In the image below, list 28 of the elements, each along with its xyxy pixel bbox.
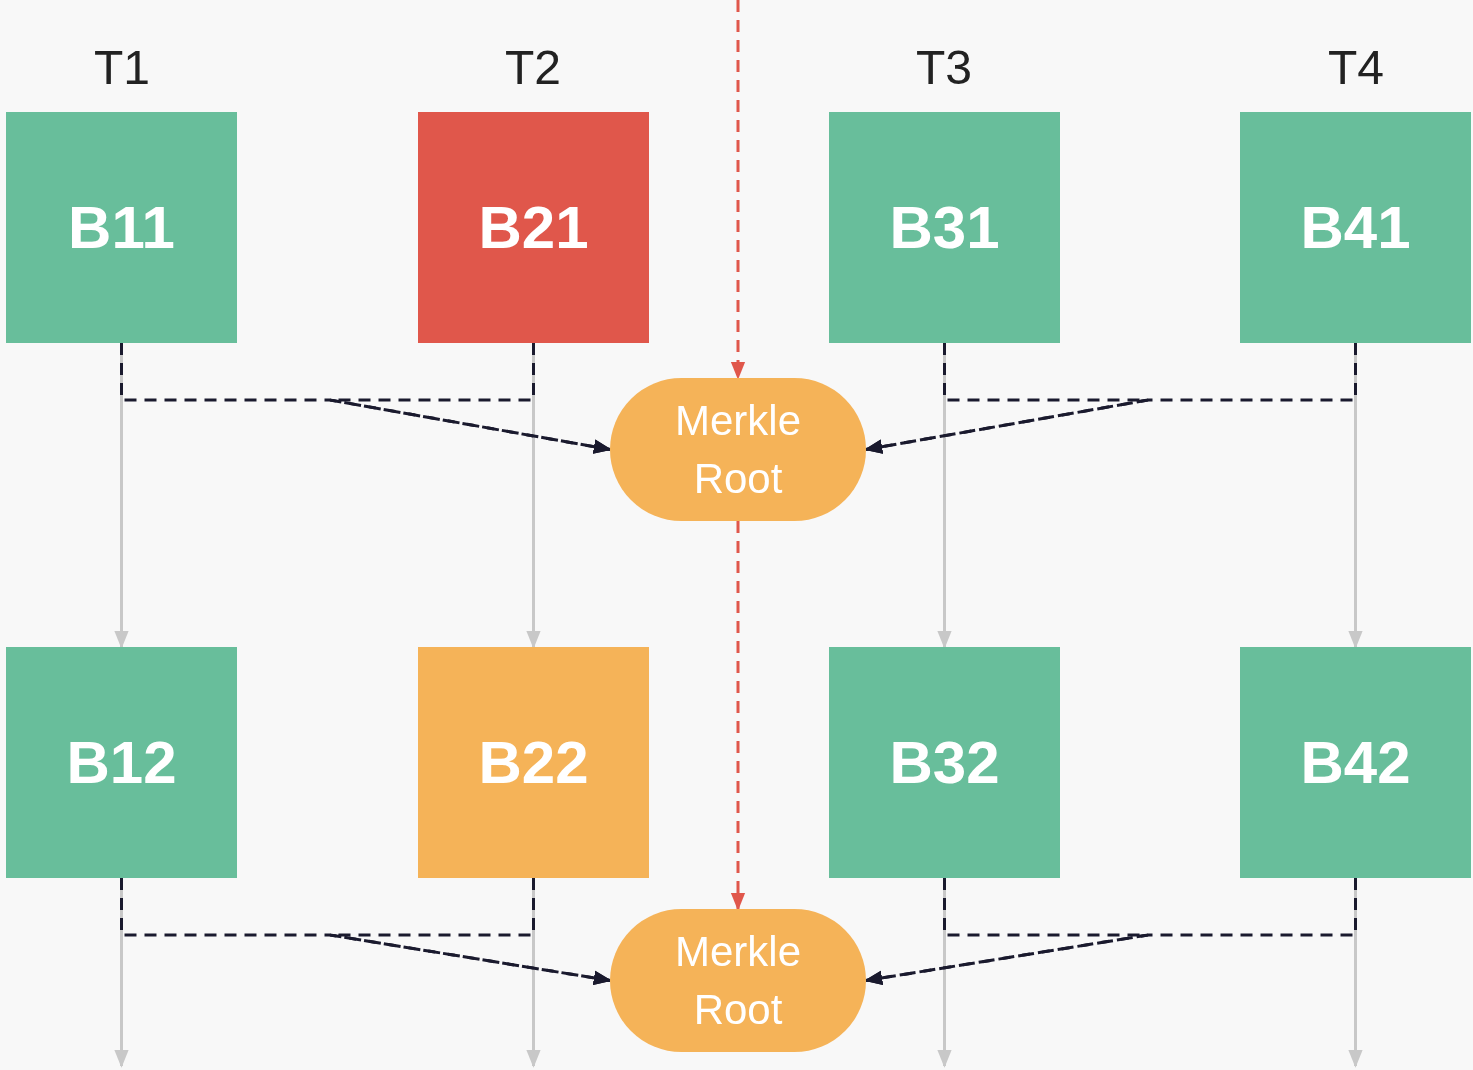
dashed-arrow <box>864 878 1357 986</box>
dashed-arrow <box>730 0 746 380</box>
column-heading: T3 <box>916 40 972 95</box>
node-label: B12 <box>66 728 177 797</box>
dashed-arrow <box>864 343 1357 454</box>
node-label: B32 <box>889 728 1000 797</box>
dashed-arrow <box>730 521 746 911</box>
column-heading: T2 <box>505 40 561 95</box>
node-label: B31 <box>889 193 1000 262</box>
block-box <box>418 647 649 878</box>
column-heading: T1 <box>94 40 150 95</box>
column-heading: T4 <box>1328 40 1384 95</box>
block-box <box>418 112 649 343</box>
block-box <box>1240 647 1471 878</box>
node-label: B22 <box>478 728 589 797</box>
block-box <box>829 647 1060 878</box>
block-box <box>6 647 237 878</box>
node-label: B21 <box>478 193 589 262</box>
dashed-arrow <box>328 878 612 985</box>
block-box <box>6 112 237 343</box>
node-label: B41 <box>1300 193 1411 262</box>
node-label: B11 <box>68 193 175 262</box>
node-label: B42 <box>1300 728 1411 797</box>
block-box <box>829 112 1060 343</box>
node-label: Merkle Root <box>674 926 802 1035</box>
block-box <box>1240 112 1471 343</box>
node-label: Merkle Root <box>674 395 802 504</box>
dashed-arrow <box>328 343 612 454</box>
